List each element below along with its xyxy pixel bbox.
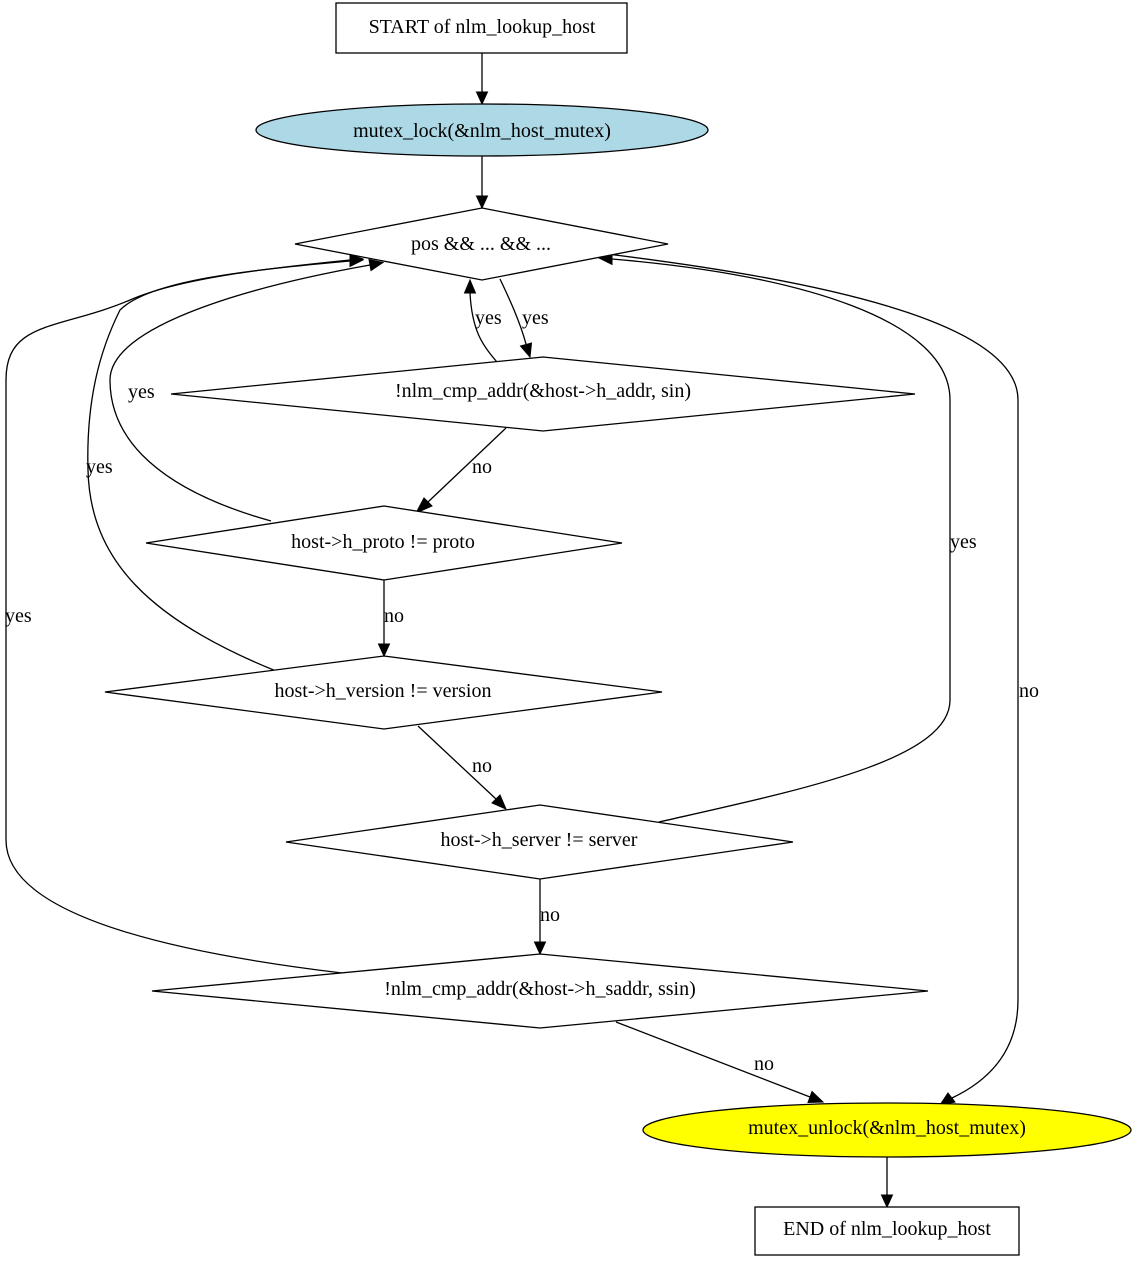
edge-cmp-addr-to-proto (427, 427, 507, 503)
node-server-label: host->h_server != server (441, 829, 638, 851)
arrowhead (807, 1090, 825, 1104)
node-end: END of nlm_lookup_host (754, 1206, 1020, 1256)
edge-loop-to-unlock (606, 253, 1019, 1099)
node-proto: host->h_proto != proto (145, 505, 623, 581)
edge-cmp-saddr-to-loop (5, 259, 351, 974)
edge-label-server-to-cmp-saddr: no (540, 904, 560, 926)
node-loop-condition: pos && ... && ... (294, 207, 669, 281)
node-cmp-addr: !nlm_cmp_addr(&host->h_addr, sin) (170, 356, 916, 432)
arrowhead (368, 258, 385, 272)
arrowhead (475, 195, 489, 210)
node-mutex-unlock-shape (642, 1102, 1132, 1158)
node-mutex-lock-shape (255, 103, 709, 157)
arrowhead (519, 342, 533, 359)
node-proto-label: host->h_proto != proto (291, 531, 475, 553)
node-cmp-addr-label: !nlm_cmp_addr(&host->h_addr, sin) (395, 380, 691, 402)
edge-label-cmp-addr-to-loop: yes (475, 307, 502, 329)
arrowhead (463, 278, 477, 294)
arrowhead (349, 253, 365, 267)
edge-cmp-saddr-to-unlock (615, 1021, 811, 1098)
edge-label-loop-to-cmp-addr: yes (522, 307, 549, 329)
edge-label-version-to-loop: yes (86, 456, 113, 478)
edge-labels: yes yes no yes no yes no yes no yes no n… (5, 307, 1039, 1075)
node-mutex-unlock: mutex_unlock(&nlm_host_mutex) (642, 1102, 1132, 1158)
edges (5, 53, 1019, 1209)
node-mutex-lock: mutex_lock(&nlm_host_mutex) (255, 103, 709, 157)
edge-label-version-to-server: no (472, 755, 492, 777)
node-cmp-saddr: !nlm_cmp_addr(&host->h_saddr, ssin) (151, 953, 929, 1029)
edge-label-cmp-addr-to-proto: no (472, 456, 492, 478)
node-start-label: START of nlm_lookup_host (369, 16, 596, 38)
node-loop-condition-label: pos && ... && ... (411, 233, 551, 255)
arrowhead (414, 497, 433, 515)
edge-label-loop-to-unlock: no (1019, 680, 1039, 702)
node-mutex-lock-label: mutex_lock(&nlm_host_mutex) (353, 120, 611, 142)
edge-cmp-addr-to-loop (469, 292, 498, 363)
edge-proto-to-loop (109, 264, 371, 522)
node-cmp-saddr-label: !nlm_cmp_addr(&host->h_saddr, ssin) (384, 978, 696, 1000)
node-version-label: host->h_version != version (275, 680, 492, 702)
node-mutex-unlock-label: mutex_unlock(&nlm_host_mutex) (748, 1117, 1026, 1139)
arrowhead (475, 91, 489, 106)
edge-server-to-loop (611, 258, 951, 823)
node-version: host->h_version != version (104, 655, 663, 730)
arrowhead (880, 1194, 894, 1209)
edge-label-proto-to-loop: yes (128, 381, 155, 403)
arrowhead (533, 941, 547, 956)
node-server: host->h_server != server (285, 804, 794, 880)
edge-label-cmp-saddr-to-loop: yes (5, 605, 32, 627)
edge-label-proto-to-version: no (384, 605, 404, 627)
edge-label-server-to-loop: yes (950, 531, 977, 553)
edge-label-cmp-saddr-to-unlock: no (754, 1053, 774, 1075)
node-start: START of nlm_lookup_host (335, 2, 628, 54)
edge-version-to-server (417, 725, 497, 800)
node-end-label: END of nlm_lookup_host (783, 1218, 991, 1240)
edge-version-to-loop (87, 260, 351, 672)
arrowhead (491, 794, 507, 810)
arrowhead (377, 643, 391, 658)
edge-loop-to-cmp-addr (499, 278, 527, 345)
